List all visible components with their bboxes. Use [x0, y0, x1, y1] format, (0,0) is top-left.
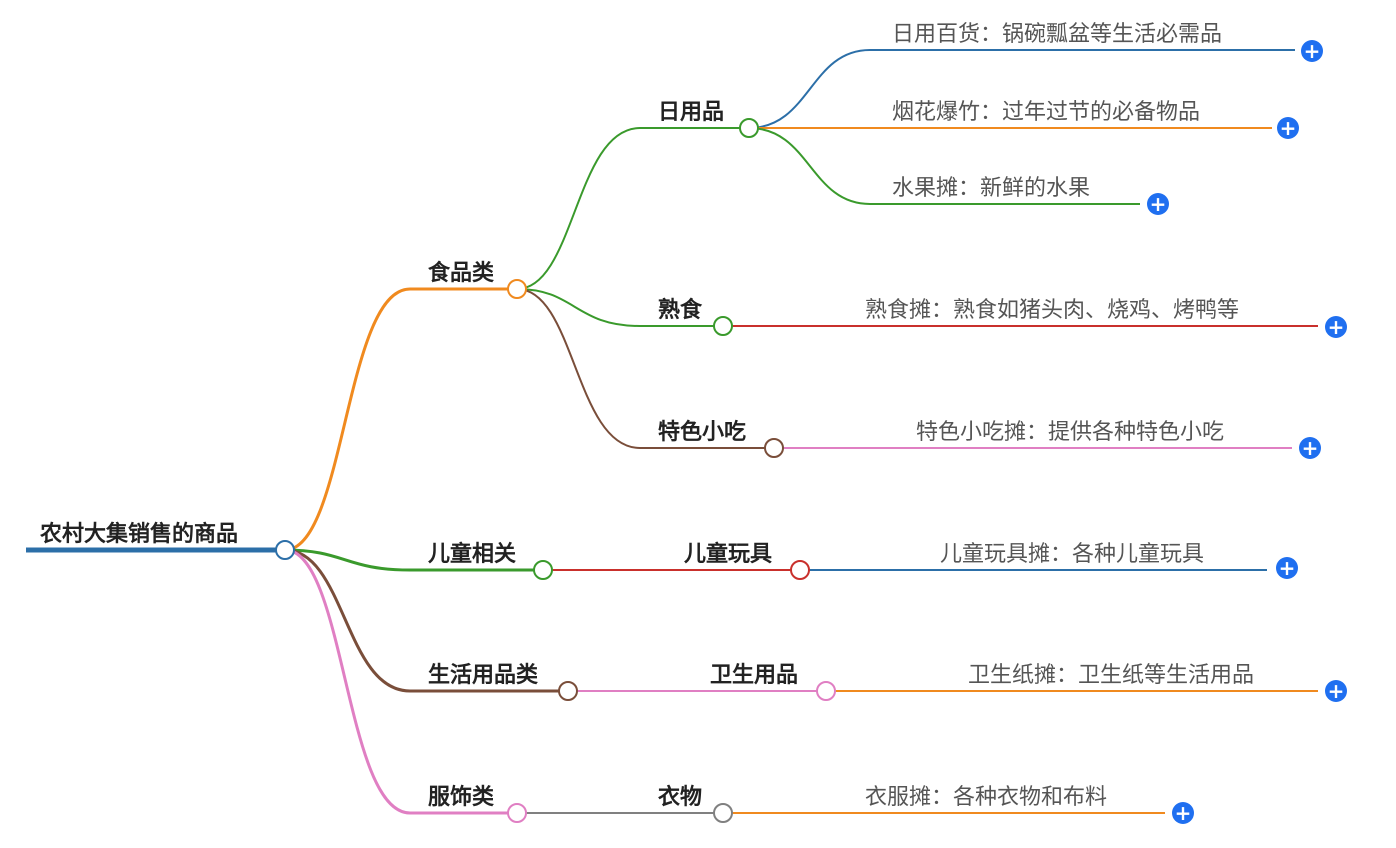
expand-plus-icon[interactable]: +	[1325, 680, 1347, 702]
leaf-clothes-label[interactable]: 衣服摊：各种衣物和布料	[865, 785, 1108, 810]
expand-plus-icon[interactable]: +	[1172, 802, 1194, 824]
edge-leaf-1	[748, 49, 1295, 129]
edge-food-daily-goods	[516, 127, 749, 290]
category-food-handle[interactable]	[507, 279, 527, 299]
category-clothing-handle[interactable]	[507, 803, 527, 823]
category-daily-handle[interactable]	[558, 681, 578, 701]
expand-plus-icon[interactable]: +	[1299, 437, 1321, 459]
category-food-label[interactable]: 食品类	[428, 261, 495, 286]
sub-daily-goods-handle[interactable]	[739, 118, 759, 138]
sub-clothes-handle[interactable]	[713, 803, 733, 823]
root-node-handle[interactable]	[275, 540, 295, 560]
edge-food-snacks	[516, 288, 774, 449]
leaf-hygiene-label[interactable]: 卫生纸摊：卫生纸等生活用品	[968, 663, 1255, 688]
sub-daily-goods-label[interactable]: 日用品	[658, 100, 725, 125]
leaf-cooked-label[interactable]: 熟食摊：熟食如猪头肉、烧鸡、烤鸭等	[865, 298, 1240, 323]
leaf-fruit-label[interactable]: 水果摊：新鲜的水果	[892, 176, 1091, 201]
category-clothing-label[interactable]: 服饰类	[428, 785, 495, 810]
category-daily-label[interactable]: 生活用品类	[428, 663, 539, 688]
root-node-label[interactable]: 农村大集销售的商品	[40, 522, 239, 547]
sub-cooked-label[interactable]: 熟食	[658, 298, 703, 323]
sub-hygiene-handle[interactable]	[816, 681, 836, 701]
expand-plus-icon[interactable]: +	[1277, 117, 1299, 139]
expand-plus-icon[interactable]: +	[1276, 557, 1298, 579]
edge-leaf-3	[748, 127, 1140, 205]
edge-root-children	[284, 548, 543, 572]
category-children-handle[interactable]	[533, 560, 553, 580]
edge-root-clothing	[284, 548, 517, 815]
expand-plus-icon[interactable]: +	[1147, 193, 1169, 215]
sub-hygiene-label[interactable]: 卫生用品	[710, 663, 799, 688]
sub-toys-label[interactable]: 儿童玩具	[684, 542, 773, 567]
edge-food-cooked	[516, 288, 723, 327]
sub-cooked-handle[interactable]	[713, 316, 733, 336]
sub-snacks-label[interactable]: 特色小吃	[658, 420, 747, 445]
leaf-daily-goods-label[interactable]: 日用百货：锅碗瓢盆等生活必需品	[892, 22, 1223, 47]
leaf-snacks-label[interactable]: 特色小吃摊：提供各种特色小吃	[916, 420, 1225, 445]
sub-snacks-handle[interactable]	[764, 438, 784, 458]
leaf-toys-label[interactable]: 儿童玩具摊：各种儿童玩具	[940, 542, 1205, 567]
leaf-fireworks-label[interactable]: 烟花爆竹：过年过节的必备物品	[892, 100, 1201, 125]
sub-clothes-label[interactable]: 衣物	[658, 785, 703, 810]
sub-toys-handle[interactable]	[790, 560, 810, 580]
edge-root-food	[284, 287, 517, 552]
edge-root-daily	[284, 548, 568, 693]
expand-plus-icon[interactable]: +	[1325, 316, 1347, 338]
expand-plus-icon[interactable]: +	[1301, 40, 1323, 62]
category-children-label[interactable]: 儿童相关	[428, 542, 517, 567]
